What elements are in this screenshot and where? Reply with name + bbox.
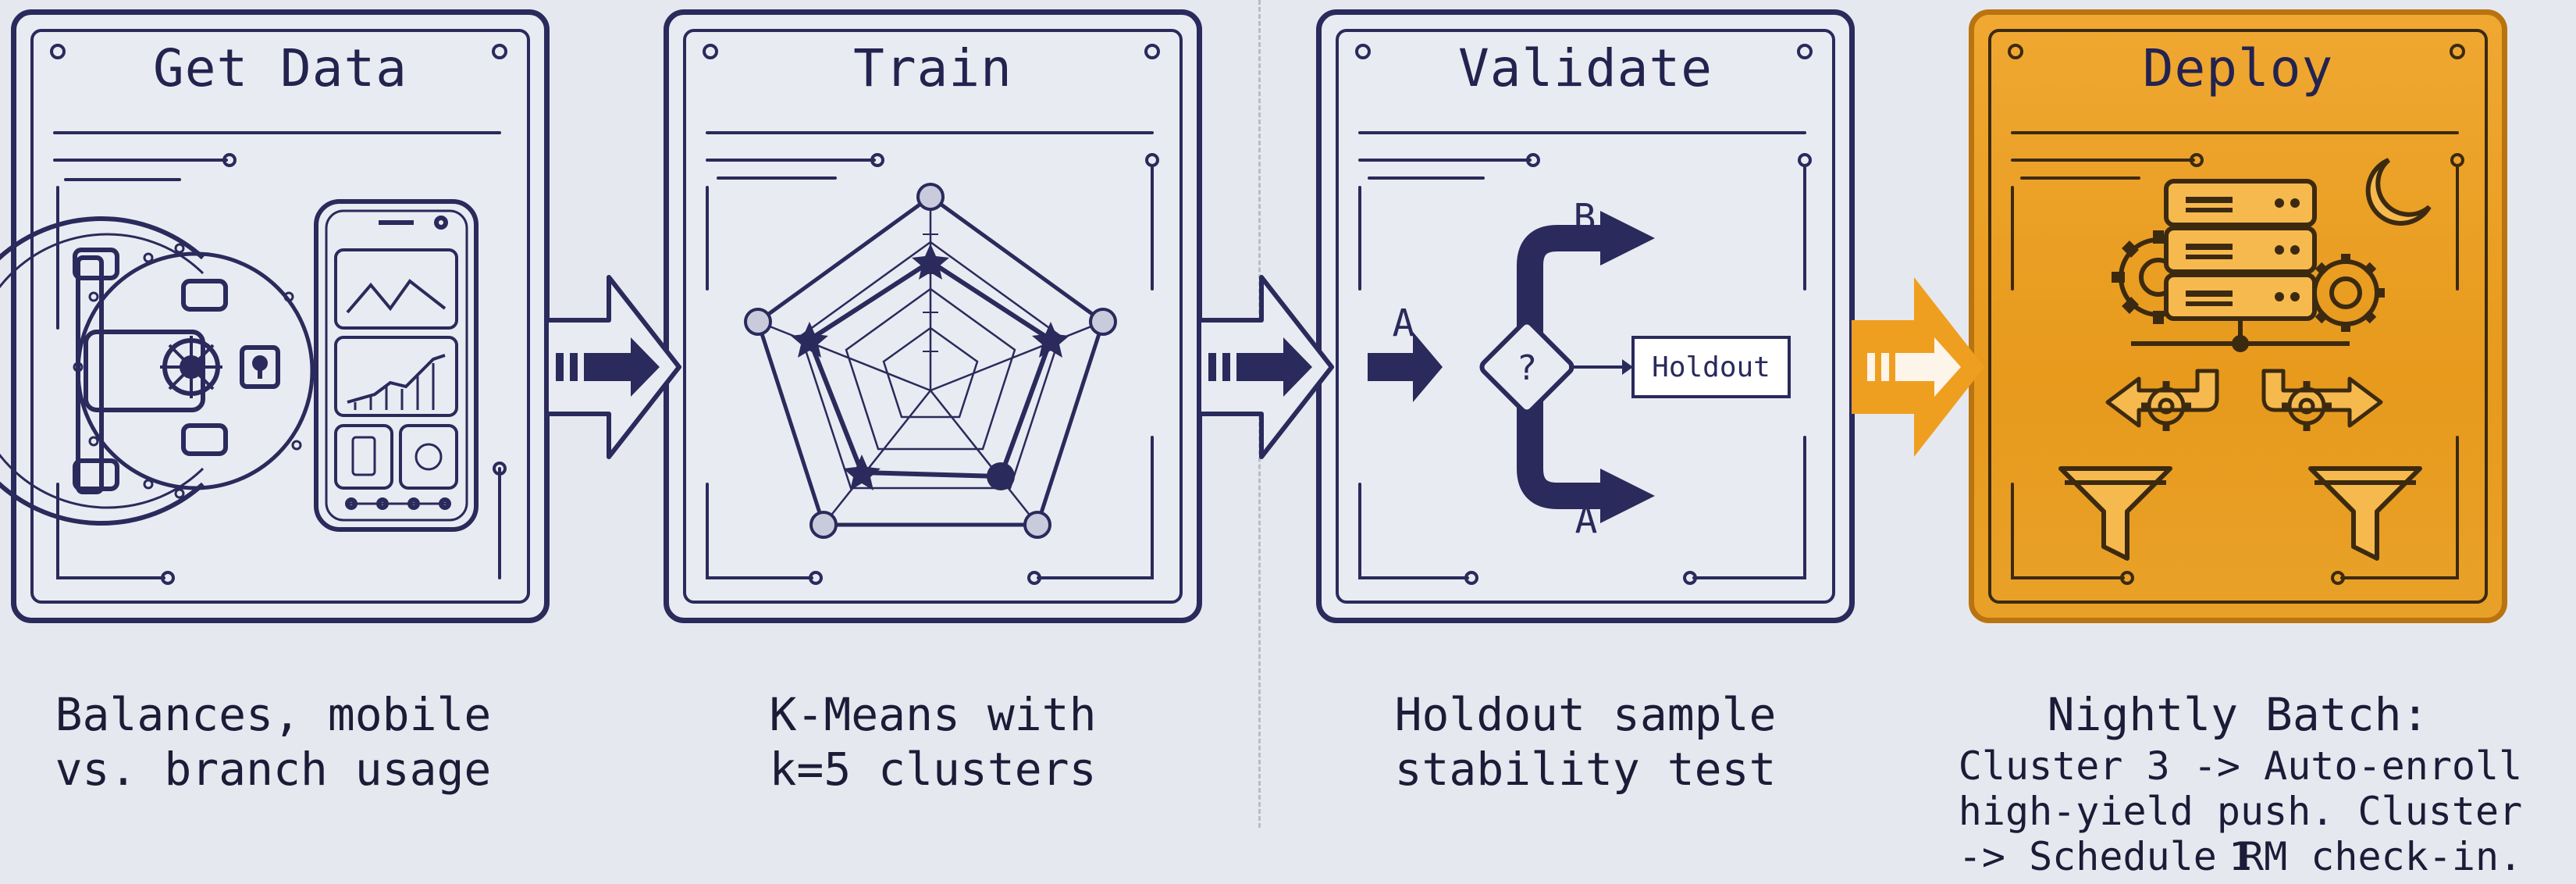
gear-icon	[2282, 381, 2332, 431]
branch-label-a: A	[1575, 498, 1598, 542]
deploy-caption-line: -> Schedule RM check-in.	[1958, 834, 2523, 879]
funnel-icon	[2308, 466, 2422, 561]
server-icon	[2164, 179, 2317, 321]
branch-label-b: B	[1574, 196, 1596, 240]
step-card-validate: Validate	[1316, 9, 1855, 623]
holdout-box-label: Holdout	[1652, 351, 1770, 383]
step-card-deploy: Deploy	[1969, 9, 2507, 623]
deploy-caption-heading: Nightly Batch:	[2047, 688, 2429, 741]
step-title: Deploy	[2142, 38, 2334, 98]
radar-chart-icon	[756, 194, 1105, 527]
deploy-caption-line: Cluster 3 -> Auto-enroll	[1958, 743, 2523, 789]
step-title: Validate	[1458, 38, 1713, 98]
moon-icon	[2365, 158, 2432, 226]
funnel-icon	[2058, 466, 2172, 561]
step-title: Train	[853, 38, 1012, 98]
decision-label: ?	[1517, 348, 1538, 388]
split-arrow-icon	[1368, 211, 1791, 523]
deploy-caption-line: high-yield push. Cluster 1	[1958, 789, 2523, 879]
input-label-a: A	[1393, 301, 1415, 345]
smartphone-icon	[314, 199, 479, 532]
step-caption: Balances, mobile vs. branch usage	[55, 688, 492, 796]
gear-icon	[2307, 254, 2385, 332]
vault-icon	[0, 216, 315, 526]
step-title: Get Data	[153, 38, 407, 98]
step-caption: K-Means with k=5 clusters	[769, 688, 1097, 796]
step-caption: Holdout sample stability test	[1394, 688, 1777, 796]
gear-icon	[2141, 381, 2191, 431]
